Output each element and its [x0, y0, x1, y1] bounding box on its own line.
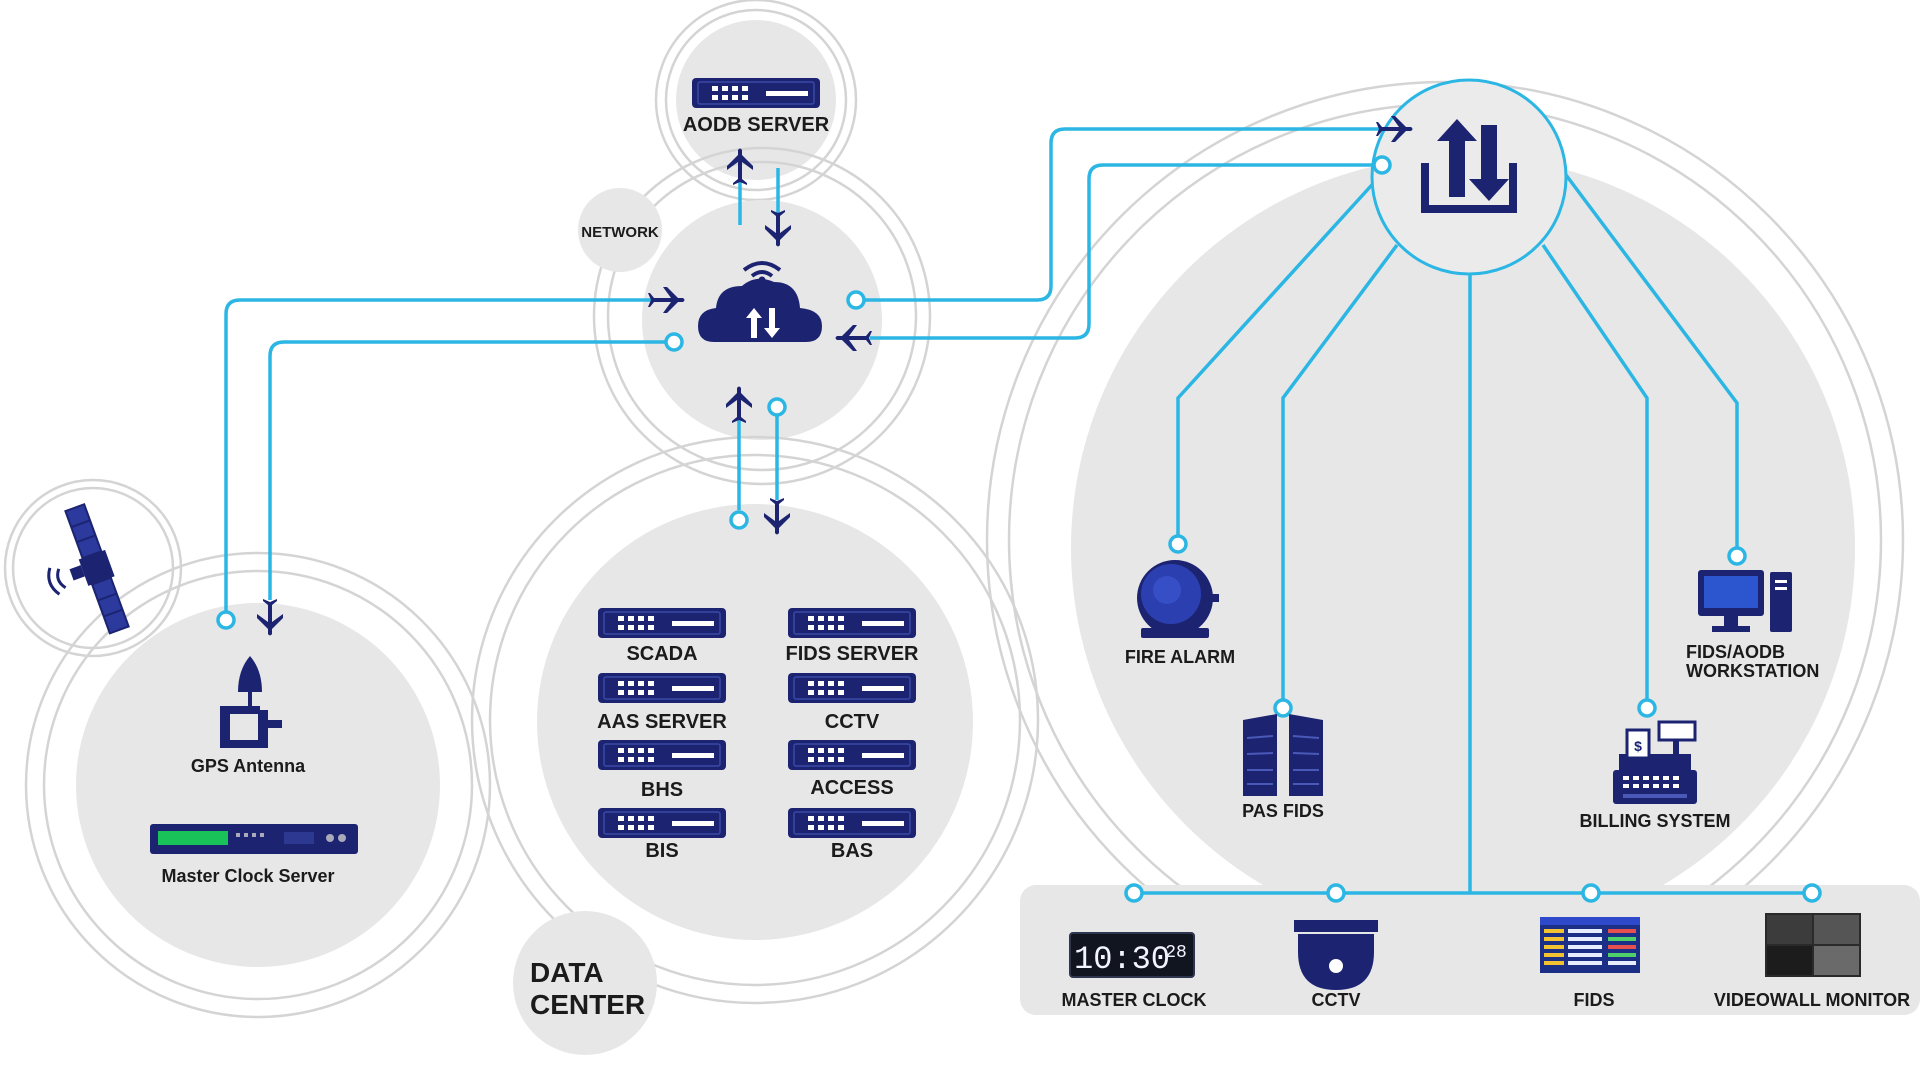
server-icon: [787, 807, 917, 839]
aodb-server-node[interactable]: AODB SERVER: [683, 77, 830, 136]
server-icon: [787, 672, 917, 704]
master-clock-device[interactable]: 10:30 28 MASTER CLOCK: [1062, 932, 1207, 1010]
clock-time: 10:30: [1074, 941, 1170, 978]
server-label: BIS: [645, 840, 678, 862]
workstation-label-line1: FIDS/AODB: [1686, 642, 1785, 662]
server-fids[interactable]: FIDS SERVER: [786, 607, 920, 665]
data-center-label: DATA CENTER: [530, 957, 645, 1020]
fids-device[interactable]: FIDS: [1540, 917, 1640, 1010]
workstation-label-line2: WORKSTATION: [1686, 661, 1819, 681]
fids-label: FIDS: [1573, 990, 1614, 1010]
server-icon: [597, 607, 727, 639]
server-label: ACCESS: [810, 777, 893, 799]
bottom-device-bar: [1020, 885, 1920, 1015]
gps-antenna-label: GPS Antenna: [191, 756, 306, 776]
bell-icon: [1137, 560, 1219, 638]
server-icon: [787, 607, 917, 639]
videowall-label: VIDEOWALL MONITOR: [1714, 990, 1910, 1010]
server-bhs[interactable]: BHS: [597, 739, 727, 801]
server-icon: [150, 824, 358, 854]
gps-antenna-node[interactable]: GPS Antenna: [191, 656, 306, 776]
server-aas[interactable]: AAS SERVER: [597, 672, 727, 733]
master-clock-server-label: Master Clock Server: [161, 866, 334, 886]
fids-screen-icon: [1540, 917, 1640, 973]
connection-lines: [224, 127, 1812, 895]
svg-text:CENTER: CENTER: [530, 989, 645, 1020]
svg-text:$: $: [1634, 738, 1642, 754]
server-tower-icon: [1243, 714, 1323, 796]
clock-seconds: 28: [1165, 943, 1187, 963]
billing-system-node[interactable]: $ BILLING SYSTEM: [1579, 720, 1731, 831]
satellite-icon: [47, 503, 130, 635]
server-label: AAS SERVER: [597, 711, 727, 733]
clock-icon: 10:30 28: [1069, 932, 1195, 978]
aodb-server-label: AODB SERVER: [683, 114, 830, 136]
server-icon: [597, 739, 727, 771]
pas-fids-label: PAS FIDS: [1242, 801, 1324, 821]
cctv-device[interactable]: CCTV: [1294, 920, 1378, 1010]
server-label: BHS: [641, 779, 683, 801]
cloud-icon[interactable]: [698, 261, 822, 342]
fire-alarm-label: FIRE ALARM: [1125, 647, 1235, 667]
server-label: FIDS SERVER: [786, 643, 920, 665]
network-label: NETWORK: [581, 224, 659, 241]
workstation-node[interactable]: FIDS/AODB WORKSTATION: [1686, 570, 1819, 681]
billing-system-label: BILLING SYSTEM: [1579, 811, 1730, 831]
server-cctv[interactable]: CCTV: [787, 672, 917, 733]
server-icon: [597, 672, 727, 704]
svg-text:DATA: DATA: [530, 957, 604, 988]
master-clock-label: MASTER CLOCK: [1062, 990, 1207, 1010]
data-center-servers: SCADA FIDS SERVER AAS SERVER CCTV BHS AC…: [597, 607, 920, 862]
master-clock-server-node[interactable]: Master Clock Server: [150, 824, 358, 886]
camera-icon: [1294, 920, 1378, 990]
server-bas[interactable]: BAS: [787, 807, 917, 862]
server-label: BAS: [831, 840, 873, 862]
upload-download-icon: [1421, 119, 1517, 213]
ports: [216, 155, 1822, 903]
cash-register-icon: $: [1613, 720, 1697, 804]
server-bis[interactable]: BIS: [597, 807, 727, 862]
server-label: CCTV: [825, 711, 880, 733]
videowall-icon: [1765, 913, 1861, 977]
fire-alarm-node[interactable]: FIRE ALARM: [1125, 560, 1235, 667]
gps-antenna-icon: [220, 656, 282, 748]
server-scada[interactable]: SCADA: [597, 607, 727, 665]
integration-hub[interactable]: [1370, 78, 1568, 276]
server-icon: [691, 77, 821, 109]
server-icon: [597, 807, 727, 839]
server-access[interactable]: ACCESS: [787, 739, 917, 799]
pas-fids-node[interactable]: PAS FIDS: [1242, 714, 1324, 821]
videowall-device[interactable]: VIDEOWALL MONITOR: [1714, 913, 1910, 1010]
server-label: SCADA: [626, 643, 697, 665]
server-icon: [787, 739, 917, 771]
cctv-label: CCTV: [1312, 990, 1361, 1010]
monitor-icon: [1698, 570, 1792, 632]
